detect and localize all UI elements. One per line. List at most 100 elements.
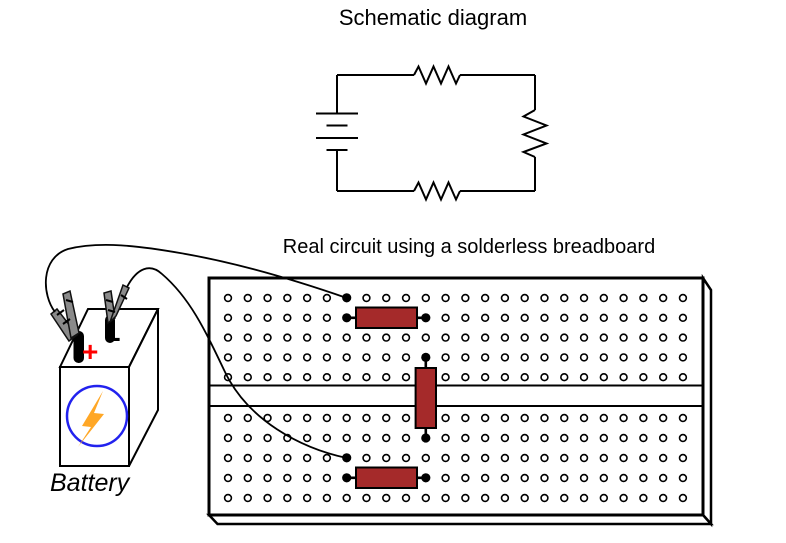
- lightning-bolt-icon: [78, 391, 104, 447]
- breadboard-hole: [500, 473, 510, 483]
- battery-negative-sign: -: [112, 322, 121, 352]
- breadboard-hole: [540, 473, 549, 483]
- breadboard-hole: [441, 433, 450, 443]
- breadboard-hole: [461, 373, 470, 382]
- breadboard-hole: [322, 353, 332, 362]
- breadboard-hole: [263, 353, 272, 362]
- breadboard-hole: [322, 433, 332, 443]
- breadboard-hole: [639, 313, 648, 322]
- clip-stripe: [65, 299, 74, 303]
- alligator-clip-positive: [50, 289, 80, 343]
- breadboard-hole: [520, 473, 529, 483]
- breadboard-hole: [302, 313, 312, 322]
- breadboard-hole: [540, 413, 549, 423]
- breadboard-hole: [500, 413, 510, 423]
- breadboard-hole: [223, 333, 233, 342]
- breadboard-hole: [302, 473, 312, 483]
- breadboard-hole: [223, 453, 233, 463]
- breadboard-hole: [362, 433, 371, 443]
- breadboard-hole: [480, 473, 490, 483]
- breadboard-hole: [362, 413, 371, 423]
- breadboard-hole: [283, 293, 292, 303]
- breadboard-hole: [579, 353, 589, 362]
- breadboard-hole: [342, 373, 351, 382]
- breadboard-hole: [461, 433, 470, 443]
- breadboard-hole: [480, 493, 490, 503]
- breadboard-hole: [401, 413, 411, 423]
- breadboard-hole: [223, 353, 233, 362]
- breadboard-hole: [362, 353, 371, 362]
- breadboard-hole: [639, 333, 648, 342]
- breadboard-hole: [678, 453, 688, 463]
- breadboard-hole: [421, 333, 430, 342]
- breadboard-hole: [480, 413, 490, 423]
- breadboard-hole: [461, 353, 470, 362]
- resistor-middle-vertical: [414, 357, 438, 438]
- breadboard-hole: [599, 333, 609, 342]
- breadboard-hole: [302, 353, 312, 362]
- breadboard-hole: [500, 293, 510, 303]
- breadboard-hole: [243, 473, 252, 483]
- clip-jaw: [62, 289, 80, 340]
- breadboard-hole: [520, 333, 529, 342]
- breadboard-hole: [540, 313, 549, 322]
- breadboard-hole: [579, 413, 589, 423]
- breadboard-hole: [678, 333, 688, 342]
- breadboard-hole: [639, 353, 648, 362]
- breadboard-hole: [223, 413, 233, 423]
- resistor-bottom: [346, 466, 426, 489]
- battery-symbol: [316, 112, 358, 151]
- schematic-title: Schematic diagram: [338, 5, 528, 30]
- breadboard-hole: [302, 413, 312, 423]
- breadboard-hole: [619, 473, 628, 483]
- breadboard-holes: [223, 293, 688, 503]
- breadboard-hole: [480, 333, 490, 342]
- breadboard-hole: [401, 373, 411, 382]
- breadboard-hole: [560, 353, 569, 362]
- breadboard-hole: [560, 373, 569, 382]
- wire-from-positive-terminal: [44, 244, 347, 313]
- breadboard-hole: [639, 473, 648, 483]
- breadboard-hole: [243, 453, 252, 463]
- breadboard-hole: [599, 313, 609, 322]
- breadboard-hole: [243, 413, 252, 423]
- breadboard-hole: [382, 453, 391, 463]
- breadboard-hole: [560, 473, 569, 483]
- breadboard-hole: [283, 333, 292, 342]
- breadboard-hole: [639, 293, 648, 303]
- breadboard-hole: [658, 293, 668, 303]
- breadboard-hole: [658, 493, 668, 503]
- connection-dots: [342, 293, 431, 483]
- breadboard-hole: [243, 373, 252, 382]
- battery-right-face: [128, 308, 159, 467]
- breadboard-hole: [382, 413, 391, 423]
- breadboard-hole: [658, 373, 668, 382]
- breadboard-hole: [678, 353, 688, 362]
- breadboard-hole: [243, 313, 252, 322]
- breadboard-hole: [560, 413, 569, 423]
- breadboard-hole: [658, 353, 668, 362]
- breadboard-hole: [283, 353, 292, 362]
- breadboard-hole: [342, 353, 351, 362]
- breadboard-hole: [461, 453, 470, 463]
- breadboard-hole: [441, 493, 450, 503]
- breadboard-hole: [579, 293, 589, 303]
- breadboard-hole: [441, 333, 450, 342]
- breadboard-hole: [223, 433, 233, 443]
- breadboard-hole: [342, 433, 351, 443]
- resistor-body: [355, 306, 418, 329]
- breadboard-hole: [658, 453, 668, 463]
- breadboard-hole: [342, 493, 351, 503]
- breadboard-hole: [500, 453, 510, 463]
- connection-dot: [342, 293, 352, 303]
- resistor-top: [346, 306, 426, 329]
- breadboard-hole: [500, 353, 510, 362]
- breadboard-hole: [599, 373, 609, 382]
- breadboard-hole: [658, 413, 668, 423]
- breadboard-hole: [579, 493, 589, 503]
- breadboard-hole: [480, 313, 490, 322]
- breadboard-hole: [599, 433, 609, 443]
- battery-positive-sign: +: [82, 336, 99, 367]
- breadboard-hole: [520, 353, 529, 362]
- breadboard-hole: [362, 493, 371, 503]
